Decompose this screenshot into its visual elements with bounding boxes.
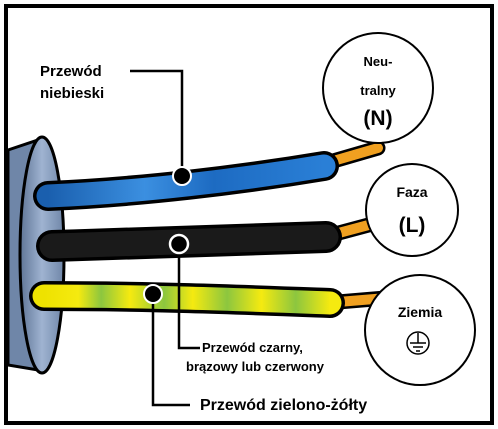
blue-wire-label-line2: niebieski [40,85,104,102]
blue-wire-label-line1: Przewód [40,63,102,80]
phase-code: (L) [399,214,426,237]
earth-ground-icon [406,331,430,355]
green-yellow-wire-leader [151,294,190,407]
neutral-circle [322,32,434,144]
earth-circle [364,274,476,386]
black-wire-leader [177,244,200,350]
green-yellow-wire-label: Przewód zielono-żółty [200,397,367,414]
blue-wire-dot [172,166,192,186]
green-yellow-wire-dot [143,284,163,304]
black-wire-dot [168,233,190,255]
blue-wire-fill [36,154,336,208]
neutral-code: (N) [363,107,392,130]
green-yellow-wire-fill [32,284,342,315]
phase-label: Faza [396,184,427,200]
neutral-label-line1: Neu- [364,54,393,69]
blue-wire-leader [130,69,184,176]
black-wire-fill [39,224,339,259]
black-wire-label-line2: brązowy lub czerwony [186,359,325,374]
earth-label: Ziemia [398,304,443,320]
black-wire-label-line1: Przewód czarny, [202,340,303,355]
neutral-label-line2: tralny [360,83,396,98]
phase-circle [365,163,459,257]
